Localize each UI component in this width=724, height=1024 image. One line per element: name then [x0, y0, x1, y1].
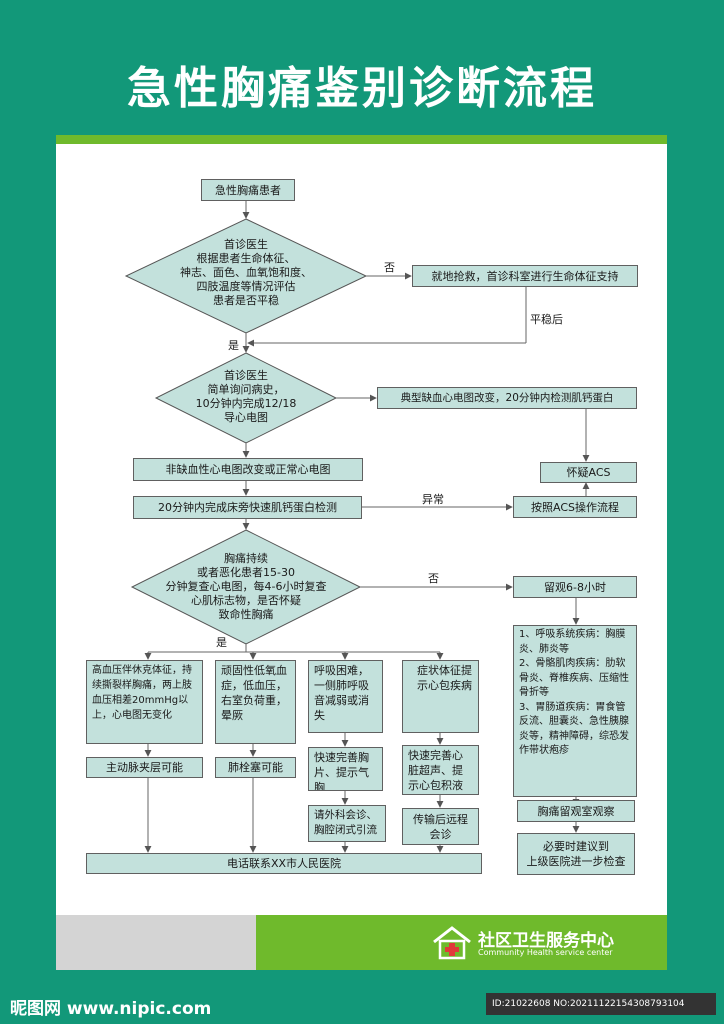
label-yes-1: 是 [228, 339, 239, 352]
suspect-acs-node: 怀疑ACS [540, 462, 637, 483]
label-abnormal: 异常 [422, 493, 444, 506]
troponin-node: 20分钟内完成床旁快速肌钙蛋白检测 [133, 496, 362, 519]
label-stable: 平稳后 [530, 313, 563, 326]
echo-node: 快速完善心脏超声、提示心包积液 [402, 745, 479, 795]
watermark-left: 昵图网 www.nipic.com [10, 999, 212, 1019]
diamond-2-text: 首诊医生 简单询问病史， 10分钟内完成12/18 导心电图 [195, 369, 297, 424]
non-ischemic-node: 非缺血性心电图改变或正常心电图 [133, 458, 363, 481]
house-cross-icon [433, 926, 471, 960]
title-divider [56, 135, 667, 144]
acs-flow-node: 按照ACS操作流程 [513, 496, 637, 518]
rescue-node: 就地抢救，首诊科室进行生命体征支持 [412, 265, 638, 287]
aortic-node: 主动脉夹层可能 [86, 757, 203, 778]
observe-node: 留观6-8小时 [513, 576, 637, 598]
dyspnea-node: 呼吸困难，一侧肺呼吸音减弱或消失 [308, 660, 383, 733]
label-yes-2: 是 [216, 636, 227, 649]
hypoxemia-node: 顽固性低氧血症，低血压，右室负荷重，晕厥 [215, 660, 296, 744]
pericardial-node: 症状体征提示心包疾病 [402, 660, 479, 733]
diamond-3-text: 胸痛持续 或者恶化患者15-30 分钟复查心电图，每4-6小时复查 心肌标志物，… [165, 552, 327, 621]
start-node: 急性胸痛患者 [201, 179, 295, 201]
call-hospital-node: 电话联系XX市人民医院 [86, 853, 482, 874]
chest-film-node: 快速完善胸片、提示气胸 [308, 747, 383, 791]
label-no-2: 否 [428, 572, 439, 585]
chest-obs-node: 胸痛留观室观察 [517, 800, 635, 822]
org-name-cn: 社区卫生服务中心 [478, 931, 614, 951]
page-title: 急性胸痛鉴别诊断流程 [127, 63, 597, 114]
typical-ecg-node: 典型缺血心电图改变，20分钟内检测肌钙蛋白 [377, 387, 637, 409]
hypertension-node: 高血压伴休克体征，持续撕裂样胸痛，两上肢血压相差20mmHg以上，心电图无变化 [86, 660, 203, 744]
remote-node: 传输后远程会诊 [402, 808, 479, 845]
footer-green-block [256, 915, 667, 970]
pe-node: 肺栓塞可能 [215, 757, 296, 778]
transfer-node: 必要时建议到 上级医院进一步检查 [517, 833, 635, 875]
consult-node: 请外科会诊、胸腔闭式引流 [308, 805, 386, 842]
other-diseases-node: 1、呼吸系统疾病：胸膜炎、肺炎等 2、骨骼肌肉疾病：肋软骨炎、脊椎疾病、压缩性骨… [513, 625, 637, 797]
watermark-right: ID:21022608 NO:20211122154308793104 [486, 993, 716, 1015]
footer-grey-block [56, 915, 256, 970]
label-no-1: 否 [384, 261, 395, 274]
diamond-1-text: 首诊医生 根据患者生命体征、 神志、面色、血氧饱和度、 四肢温度等情况评估 患者… [180, 238, 312, 307]
org-name-en: Community Health service center [478, 948, 613, 957]
